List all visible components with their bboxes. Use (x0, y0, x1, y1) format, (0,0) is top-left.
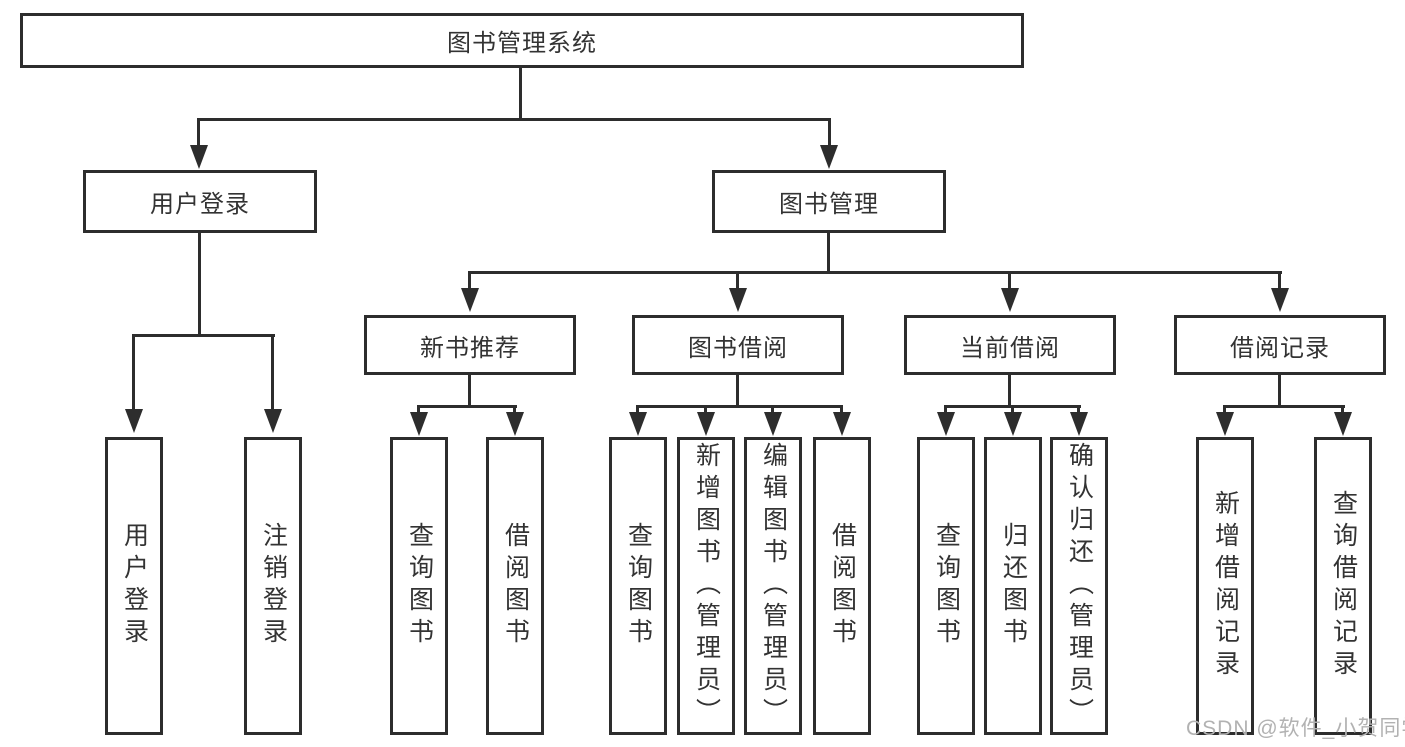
connector-line (828, 118, 831, 147)
arrow-down-icon (833, 412, 851, 436)
leaf-borrow-books: 借阅图书 (813, 437, 871, 735)
leaf-logout-label: 注销登录 (259, 522, 288, 650)
node-book-management: 图书管理 (712, 170, 946, 233)
node-book-management-label: 图书管理 (779, 191, 879, 218)
connector-line (1223, 405, 1226, 414)
arrow-down-icon (820, 145, 838, 169)
connector-line (840, 405, 843, 414)
leaf-add-borrow-record-label: 新增借阅记录 (1211, 490, 1240, 682)
arrow-down-icon (506, 412, 524, 436)
leaf-logout: 注销登录 (244, 437, 302, 735)
leaf-add-borrow-record: 新增借阅记录 (1196, 437, 1254, 735)
connector-line (197, 118, 200, 147)
connector-line (1278, 375, 1281, 407)
arrow-down-icon (1334, 412, 1352, 436)
leaf-confirm-return-admin: 确认归还（管理员） (1050, 437, 1108, 735)
connector-line (636, 405, 639, 414)
leaf-query-books-borrow-label: 查询图书 (624, 522, 653, 650)
leaf-query-books-current: 查询图书 (917, 437, 975, 735)
connector-line (944, 405, 947, 414)
arrow-down-icon (1004, 412, 1022, 436)
connector-line (468, 375, 471, 407)
connector-line (198, 233, 201, 336)
connector-line (827, 233, 830, 273)
leaf-user-login-label: 用户登录 (120, 522, 149, 650)
connector-line (198, 118, 831, 121)
node-current-borrow: 当前借阅 (904, 315, 1116, 375)
leaf-borrow-books-label: 借阅图书 (828, 522, 857, 650)
connector-line (736, 375, 739, 407)
connector-line (418, 405, 517, 408)
arrow-down-icon (1271, 288, 1289, 312)
leaf-borrow-books-recommend: 借阅图书 (486, 437, 544, 735)
connector-line (637, 405, 843, 408)
connector-line (271, 334, 274, 411)
leaf-edit-books-admin-label: 编辑图书（管理员） (759, 442, 788, 730)
connector-line (1077, 405, 1080, 414)
arrow-down-icon (729, 288, 747, 312)
node-current-borrow-label: 当前借阅 (960, 334, 1060, 362)
arrow-down-icon (937, 412, 955, 436)
connector-line (133, 334, 275, 337)
connector-line (513, 405, 516, 414)
connector-line (771, 405, 774, 414)
connector-line (1223, 405, 1345, 408)
node-library-system: 图书管理系统 (20, 13, 1024, 68)
leaf-edit-books-admin: 编辑图书（管理员） (744, 437, 802, 735)
leaf-query-borrow-record-label: 查询借阅记录 (1329, 490, 1358, 682)
node-new-book-recommend: 新书推荐 (364, 315, 576, 375)
node-new-book-recommend-label: 新书推荐 (420, 334, 520, 362)
connector-line (1011, 405, 1014, 414)
connector-line (469, 271, 1282, 274)
leaf-confirm-return-admin-label: 确认归还（管理员） (1065, 442, 1094, 730)
arrow-down-icon (629, 412, 647, 436)
node-book-borrow-label: 图书借阅 (688, 334, 788, 362)
leaf-add-books-admin: 新增图书（管理员） (677, 437, 735, 735)
connector-line (1341, 405, 1344, 414)
node-borrow-records: 借阅记录 (1174, 315, 1386, 375)
arrow-down-icon (764, 412, 782, 436)
leaf-return-books-label: 归还图书 (999, 522, 1028, 650)
connector-line (519, 68, 522, 120)
arrow-down-icon (125, 409, 143, 433)
connector-line (132, 334, 135, 411)
leaf-query-books-recommend-label: 查询图书 (405, 522, 434, 650)
arrow-down-icon (190, 145, 208, 169)
connector-line (417, 405, 420, 414)
leaf-add-books-admin-label: 新增图书（管理员） (692, 442, 721, 730)
connector-line (468, 271, 471, 291)
node-user-login: 用户登录 (83, 170, 317, 233)
node-library-system-label: 图书管理系统 (447, 30, 597, 57)
leaf-borrow-books-recommend-label: 借阅图书 (501, 522, 530, 650)
connector-line (736, 271, 739, 291)
connector-line (1008, 271, 1011, 291)
arrow-down-icon (697, 412, 715, 436)
connector-line (1278, 271, 1281, 291)
arrow-down-icon (1070, 412, 1088, 436)
node-borrow-records-label: 借阅记录 (1230, 334, 1330, 362)
leaf-query-books-borrow: 查询图书 (609, 437, 667, 735)
leaf-user-login: 用户登录 (105, 437, 163, 735)
arrow-down-icon (461, 288, 479, 312)
arrow-down-icon (1001, 288, 1019, 312)
connector-line (1008, 375, 1011, 407)
leaf-query-books-recommend: 查询图书 (390, 437, 448, 735)
csdn-watermark: CSDN @软件_小贺同学 (1186, 717, 1405, 740)
leaf-query-borrow-record: 查询借阅记录 (1314, 437, 1372, 735)
node-user-login-label: 用户登录 (150, 191, 250, 218)
connector-line (704, 405, 707, 414)
arrow-down-icon (264, 409, 282, 433)
leaf-return-books: 归还图书 (984, 437, 1042, 735)
arrow-down-icon (1216, 412, 1234, 436)
node-book-borrow: 图书借阅 (632, 315, 844, 375)
leaf-query-books-current-label: 查询图书 (932, 522, 961, 650)
arrow-down-icon (410, 412, 428, 436)
